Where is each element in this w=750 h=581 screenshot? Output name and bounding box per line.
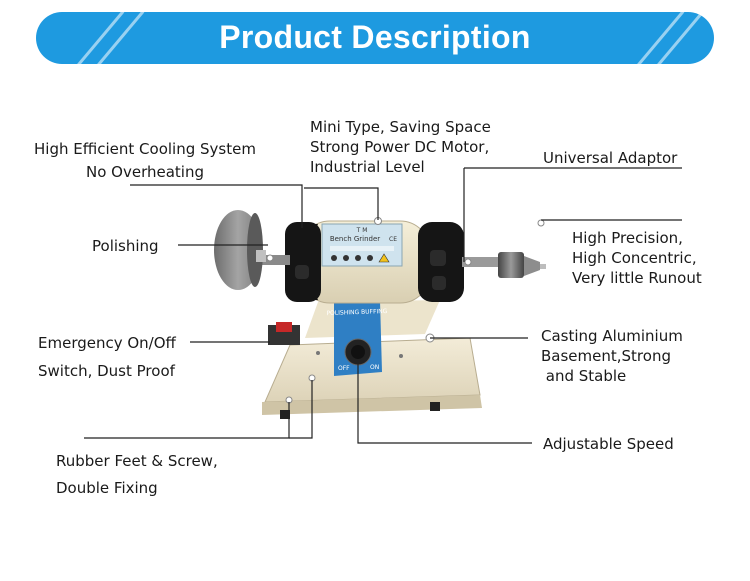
speed-callout [357, 362, 532, 444]
emergency-label-line1: Emergency On/Off [38, 334, 176, 352]
mini-callout [304, 187, 379, 220]
precision-label-line2: High Concentric, [572, 249, 697, 267]
polishing-label: Polishing [92, 237, 159, 255]
emergency-label-line2: Switch, Dust Proof [38, 362, 175, 380]
casting-label-line3: and Stable [541, 367, 627, 385]
panel-label: POLISHING BUFFING [326, 308, 387, 317]
mini-label-line2: Strong Power DC Motor, [310, 138, 490, 156]
knob-on-label: ON [370, 364, 379, 371]
cooling-callout [130, 184, 303, 228]
adaptor-label: Universal Adaptor [543, 149, 678, 167]
casting-label-line1: Casting Aluminium [541, 327, 683, 345]
cooling-label-line1: High Efficient Cooling System [34, 140, 256, 158]
precision-label-line3: Very little Runout [572, 269, 702, 287]
precision-label-line1: High Precision, [572, 229, 683, 247]
mini-label-line3: Industrial Level [310, 158, 425, 176]
page-title: Product Description [219, 19, 531, 55]
knob-off-label: OFF [338, 365, 350, 372]
motor-brand-label: T M [356, 227, 368, 234]
emergency-switch [268, 322, 300, 345]
feet-label-line1: Rubber Feet & Screw, [56, 452, 218, 470]
cooling-label-line2: No Overheating [86, 163, 204, 181]
rubber-feet [285, 374, 316, 404]
callout-lines [84, 167, 682, 444]
motor-body: T M Bench Grinder CE [285, 217, 464, 304]
mini-label-line1: Mini Type, Saving Space [310, 118, 491, 136]
title-banner: Product Description [36, 12, 714, 64]
drill-chuck [462, 219, 546, 278]
feet-label-line2: Double Fixing [56, 479, 158, 497]
feet-screw-callout [289, 380, 313, 439]
feet-callout [84, 402, 290, 439]
motor-title-label: Bench Grinder [330, 235, 380, 243]
polishing-wheel [214, 210, 290, 290]
motor-ce-label: CE [389, 236, 397, 243]
casting-label-line2: Basement,Strong [541, 347, 671, 365]
speed-label: Adjustable Speed [543, 435, 674, 453]
speed-panel: POLISHING BUFFING OFF ON [326, 300, 388, 376]
